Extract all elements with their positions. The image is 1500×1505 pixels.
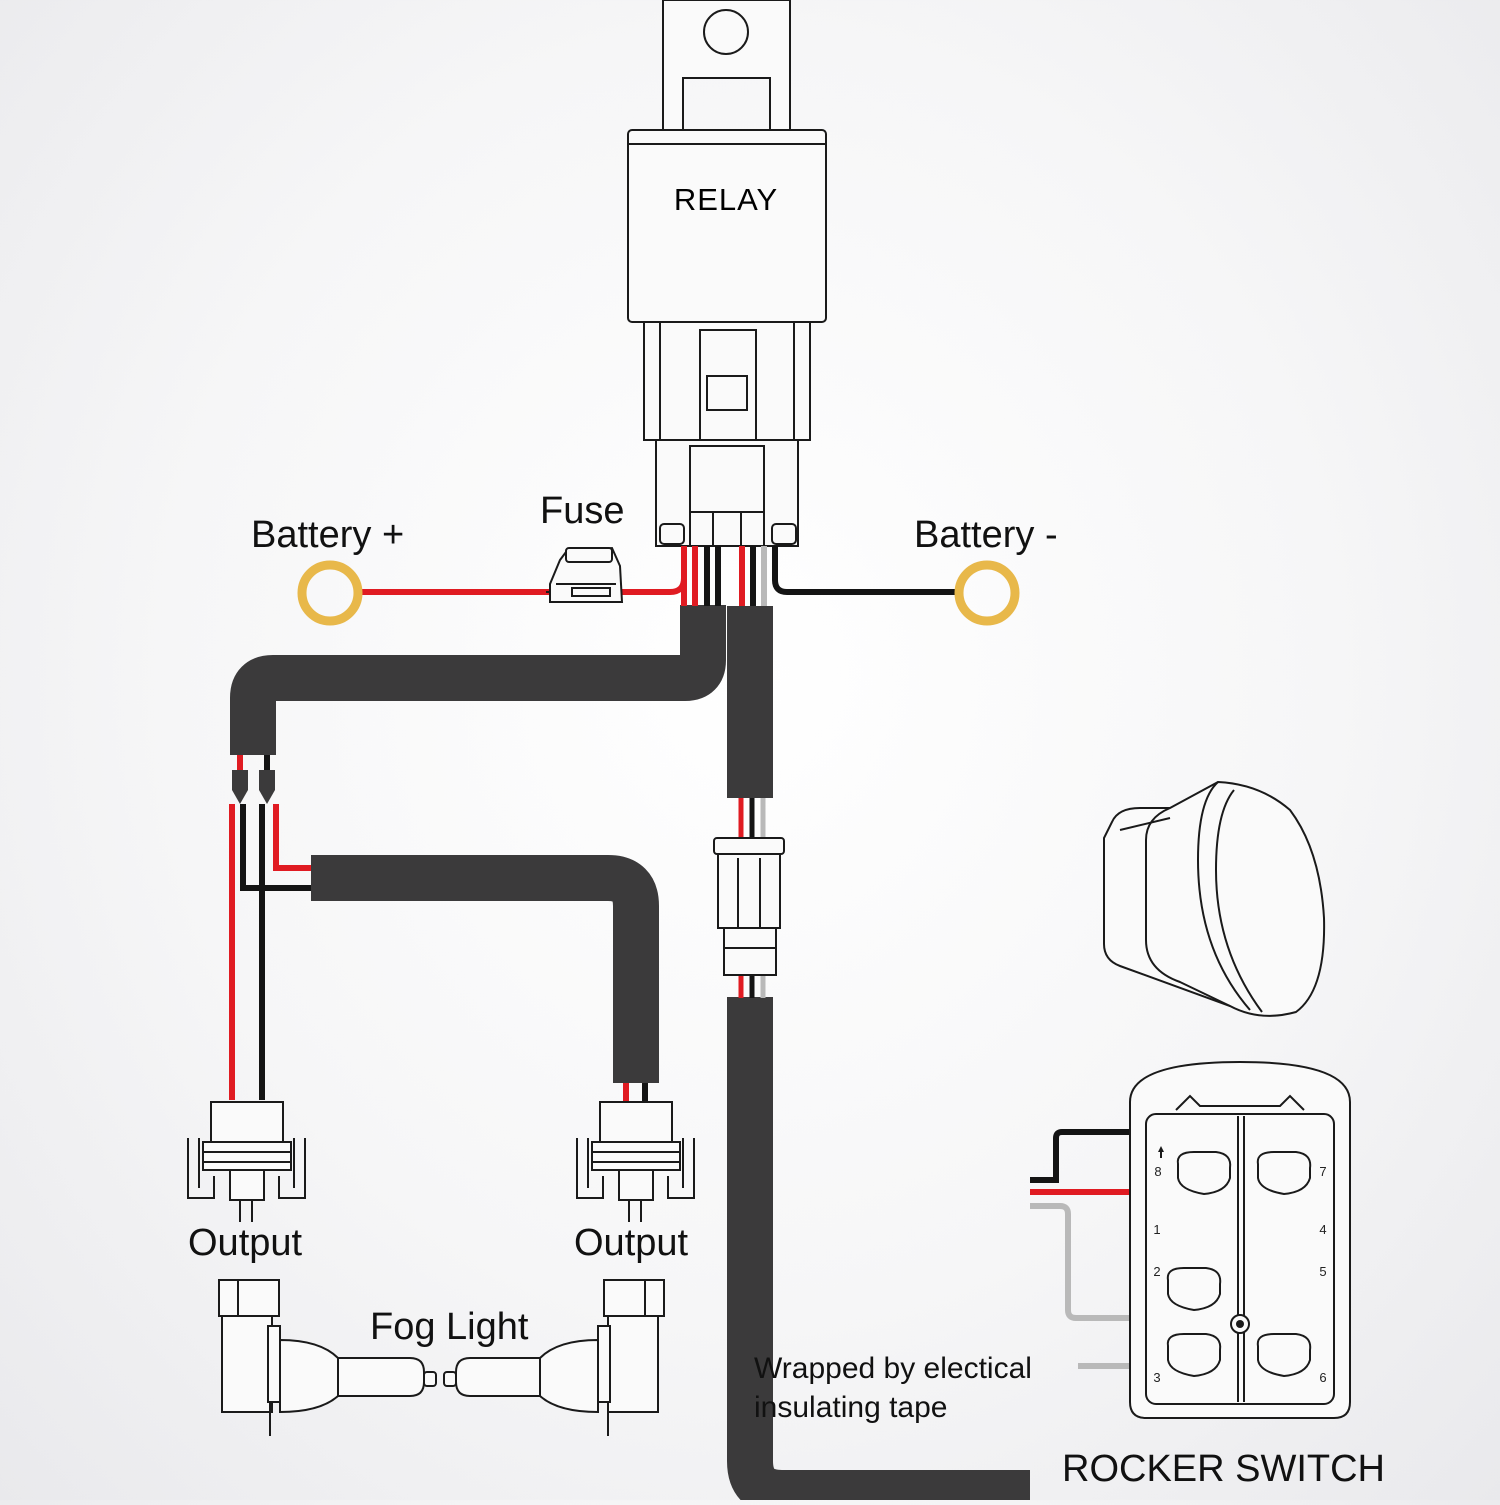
harness-sleeves xyxy=(230,605,1030,1505)
tape-note-line2: insulating tape xyxy=(754,1391,948,1424)
pin-label-6: 6 xyxy=(1319,1370,1326,1385)
output-left-label: Output xyxy=(188,1222,303,1264)
pin-label-7: 7 xyxy=(1319,1164,1326,1179)
relay-mount-tab xyxy=(662,0,791,131)
rocker-switch-cap xyxy=(1103,780,1326,1017)
switch-pin-3 xyxy=(1166,1333,1222,1378)
output-socket-left xyxy=(187,1101,306,1222)
pin-label-3: 3 xyxy=(1153,1370,1160,1385)
output-socket-right xyxy=(576,1101,695,1222)
battery-minus-label: Battery - xyxy=(914,514,1058,556)
pin-label-5: 5 xyxy=(1319,1264,1326,1279)
fuse-label: Fuse xyxy=(540,490,625,532)
switch-pin-6 xyxy=(1256,1333,1312,1378)
relay: RELAY xyxy=(627,0,827,547)
battery-plus-ring-terminal xyxy=(297,560,363,626)
tape-note-line1: Wrapped by electical xyxy=(754,1352,1032,1385)
pin-label-2: 2 xyxy=(1153,1264,1160,1279)
wire-fuse-to-relay xyxy=(620,560,687,595)
wire-battery-minus xyxy=(772,546,958,595)
sleeve-lower-left xyxy=(311,855,659,1083)
fog-light-bulb-left xyxy=(218,1279,437,1436)
sleeve-upper-left xyxy=(230,605,726,755)
rocker-switch-back: 8 7 1 4 2 5 3 6 xyxy=(1129,1060,1351,1419)
pin-label-4: 4 xyxy=(1319,1222,1326,1237)
relay-body xyxy=(627,129,827,323)
relay-mount-hole xyxy=(703,9,749,55)
sleeve-switch-lower xyxy=(727,997,1030,1505)
battery-plus-label: Battery + xyxy=(251,514,405,556)
switch-pin-7 xyxy=(1256,1151,1312,1196)
switch-pin-2 xyxy=(1166,1267,1222,1312)
battery-minus-ring-terminal xyxy=(954,560,1020,626)
relay-label: RELAY xyxy=(674,182,778,217)
pin-label-1: 1 xyxy=(1153,1222,1160,1237)
relay-latch xyxy=(706,375,748,411)
fog-light-bulb-right xyxy=(443,1279,665,1436)
fuse xyxy=(546,546,624,603)
pin-label-8: 8 xyxy=(1154,1164,1161,1179)
switch-connector xyxy=(713,837,785,976)
rocker-switch-label: ROCKER SWITCH xyxy=(1062,1448,1385,1490)
switch-pin-8 xyxy=(1176,1151,1232,1196)
fog-light-label: Fog Light xyxy=(370,1306,529,1348)
output-right-label: Output xyxy=(574,1222,689,1264)
